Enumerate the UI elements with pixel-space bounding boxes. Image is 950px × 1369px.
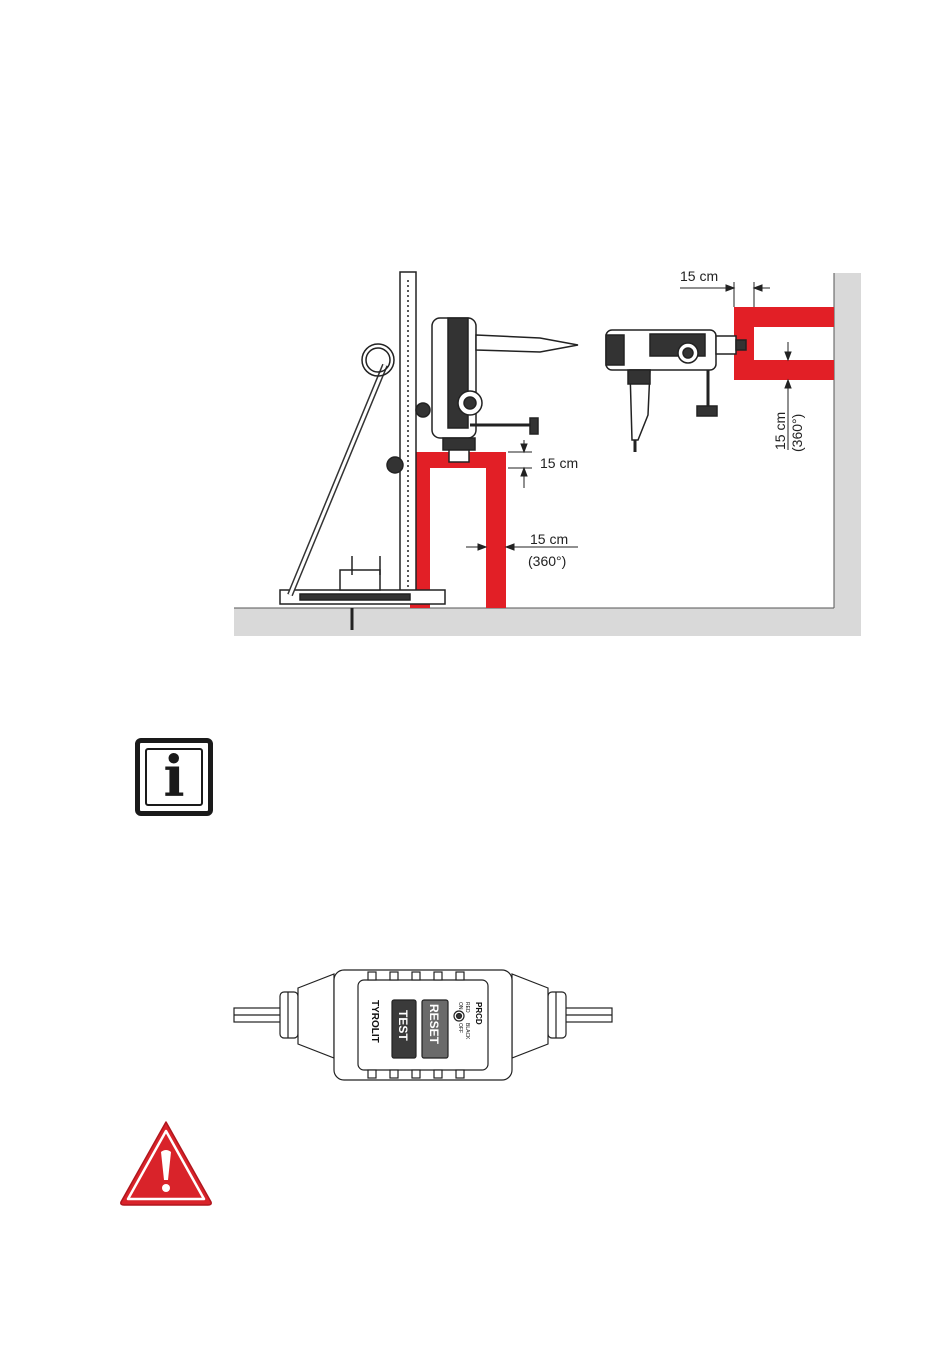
test-button-label: TEST bbox=[396, 1010, 410, 1041]
floor bbox=[234, 608, 861, 636]
bench-side-clearance-sublabel: (360°) bbox=[528, 553, 566, 569]
top-clearance-label: 15 cm bbox=[680, 268, 718, 284]
info-icon-glyph: i bbox=[140, 748, 208, 806]
reset-button-label: RESET bbox=[427, 1004, 441, 1045]
indicator-off-label: OFF bbox=[457, 1023, 463, 1033]
brand-logo: TYROLIT bbox=[369, 1000, 380, 1043]
clearance-zone-wall bbox=[734, 307, 834, 380]
indicator-black-label: BLACK bbox=[464, 1023, 470, 1040]
wall-clearance-label: 15 cm bbox=[772, 412, 788, 450]
prcd-device-illustration: TYROLIT TEST RESET PRCD RED ON BLACK OFF bbox=[230, 960, 620, 1090]
clearance-figure: 15 cm 15 cm (360°) 15 cm 15 cm (360°) bbox=[0, 0, 950, 660]
clearance-zone-bench bbox=[410, 452, 506, 608]
bench-side-clearance-label: 15 cm bbox=[530, 531, 568, 547]
info-icon: i bbox=[135, 738, 213, 816]
indicator-on-label: ON bbox=[457, 1002, 463, 1010]
wall bbox=[834, 273, 861, 636]
bench-top-clearance-label: 15 cm bbox=[540, 455, 578, 471]
wall-drill-illustration bbox=[606, 330, 746, 452]
warning-icon bbox=[118, 1118, 214, 1208]
wall-clearance-sublabel: (360°) bbox=[789, 414, 805, 452]
indicator-red-label: RED bbox=[464, 1002, 470, 1013]
prcd-title: PRCD bbox=[474, 1002, 483, 1025]
